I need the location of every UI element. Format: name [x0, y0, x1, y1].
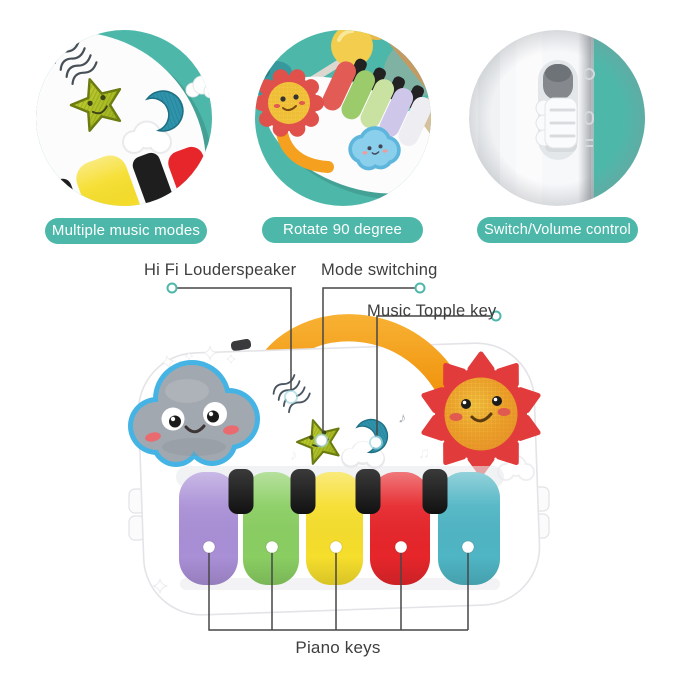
music-note-icon: ♪	[397, 409, 407, 427]
carry-handle-front	[332, 314, 472, 421]
feature-badge-switch: Switch/Volume control	[477, 217, 638, 243]
feature-badge-rotate: Rotate 90 degree	[262, 217, 423, 243]
black-key-1	[228, 469, 254, 514]
callout-mode-switching: Mode switching	[321, 261, 438, 279]
power-nub	[230, 338, 252, 352]
feature-photo-music-modes	[36, 30, 212, 206]
white-cloud	[341, 441, 385, 469]
sun-speaker	[421, 354, 542, 474]
piano-keys	[179, 469, 500, 585]
glow-dots	[202, 390, 475, 554]
rotated-cloud	[348, 126, 401, 171]
callout-lines	[177, 287, 491, 631]
feature-photo-switch	[469, 30, 645, 206]
rotated-sun	[255, 69, 324, 137]
music-note-emboss: ♫	[418, 445, 430, 462]
black-key-2	[290, 469, 316, 514]
feature-photo-rotate	[255, 30, 431, 206]
callout-music-topple: Music Topple key	[367, 302, 497, 320]
cloud-character	[128, 360, 260, 467]
white-cloud-closeup	[122, 120, 172, 154]
callout-endpoints	[166, 282, 502, 554]
black-key-4	[422, 469, 448, 514]
star-button-closeup	[63, 70, 131, 135]
callout-loudspeaker: Hi Fi Louderspeaker	[144, 261, 297, 279]
feature-badge-music-modes: Multiple music modes	[45, 218, 207, 244]
callout-piano-keys: Piano keys	[295, 638, 381, 657]
music-note-emboss2: ♪	[290, 447, 298, 464]
toy-piano: ♪ ♫ ♪	[128, 314, 550, 616]
black-key-3	[355, 469, 381, 514]
